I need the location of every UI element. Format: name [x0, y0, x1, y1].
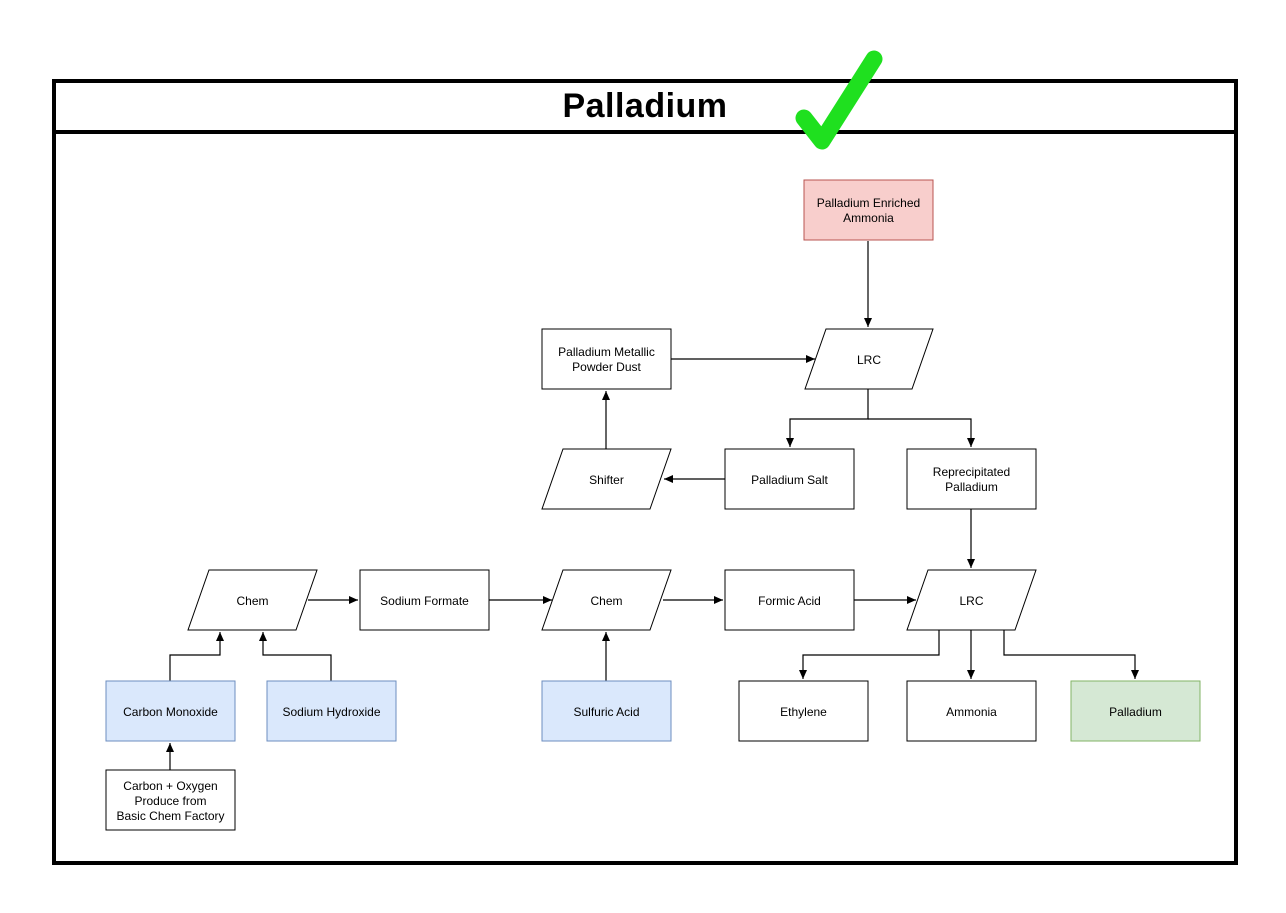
label-line: Sodium Formate — [380, 594, 469, 608]
diagram-frame: Palladium — [52, 79, 1238, 865]
node-ethylene: Ethylene — [738, 680, 869, 742]
label-line: Palladium Metallic — [558, 345, 655, 359]
edge-hydroxide-to-chem-left — [259, 632, 332, 681]
label-line: Formic Acid — [758, 594, 821, 608]
node-sodium-hydroxide: Sodium Hydroxide — [266, 680, 397, 742]
label-line: Palladium — [1109, 705, 1162, 719]
label-line: LRC — [959, 594, 983, 608]
label-line: Sulfuric Acid — [573, 705, 639, 719]
label-line: Powder Dust — [572, 360, 641, 374]
label-line: LRC — [857, 353, 881, 367]
node-lrc-top: LRC — [804, 328, 934, 390]
node-ammonia: Ammonia — [906, 680, 1037, 742]
label-line: Carbon Monoxide — [123, 705, 218, 719]
label-line: Shifter — [589, 473, 624, 487]
label-line: Carbon + Oxygen — [123, 779, 217, 793]
label-line: Ammonia — [946, 705, 997, 719]
label-line: Ethylene — [780, 705, 827, 719]
node-lrc-bottom: LRC — [906, 569, 1037, 631]
label-line: Palladium Enriched — [817, 196, 920, 210]
edge-monoxide-to-chem-left — [169, 632, 224, 681]
node-sulfuric-acid: Sulfuric Acid — [541, 680, 672, 742]
label-line: Reprecipitated — [933, 465, 1010, 479]
node-sodium-formate: Sodium Formate — [359, 569, 490, 631]
node-palladium-enriched-ammonia: Palladium Enriched Ammonia — [803, 179, 934, 241]
label-line: Ammonia — [843, 211, 894, 225]
title-bar: Palladium — [56, 83, 1234, 134]
node-palladium-metallic-powder-dust: Palladium Metallic Powder Dust — [541, 328, 672, 390]
label-line: Basic Chem Factory — [116, 809, 224, 823]
label-line: Produce from — [134, 794, 206, 808]
edge-lrc-bottom-to-ethylene — [799, 630, 940, 679]
edge-lrc-top-to-reprecipitated — [868, 418, 975, 447]
edge-lrc-top-to-salt — [786, 389, 869, 447]
page-title: Palladium — [562, 87, 728, 125]
label-line: Chem — [590, 594, 622, 608]
node-palladium-salt: Palladium Salt — [724, 448, 855, 510]
node-carbon-oxygen-source: Carbon + Oxygen Produce from Basic Chem … — [105, 769, 236, 831]
node-chem-mid: Chem — [541, 569, 672, 631]
label-line: Sodium Hydroxide — [282, 705, 380, 719]
node-shifter: Shifter — [541, 448, 672, 510]
node-palladium: Palladium — [1070, 680, 1201, 742]
check-mark-icon — [795, 50, 883, 150]
node-reprecipitated-palladium: Reprecipitated Palladium — [906, 448, 1037, 510]
edge-lrc-bottom-to-palladium — [1003, 630, 1139, 679]
node-formic-acid: Formic Acid — [724, 569, 855, 631]
label-line: Palladium — [945, 480, 998, 494]
label-line: Chem — [236, 594, 268, 608]
node-chem-left: Chem — [187, 569, 318, 631]
label-line: Palladium Salt — [751, 473, 828, 487]
node-carbon-monoxide: Carbon Monoxide — [105, 680, 236, 742]
